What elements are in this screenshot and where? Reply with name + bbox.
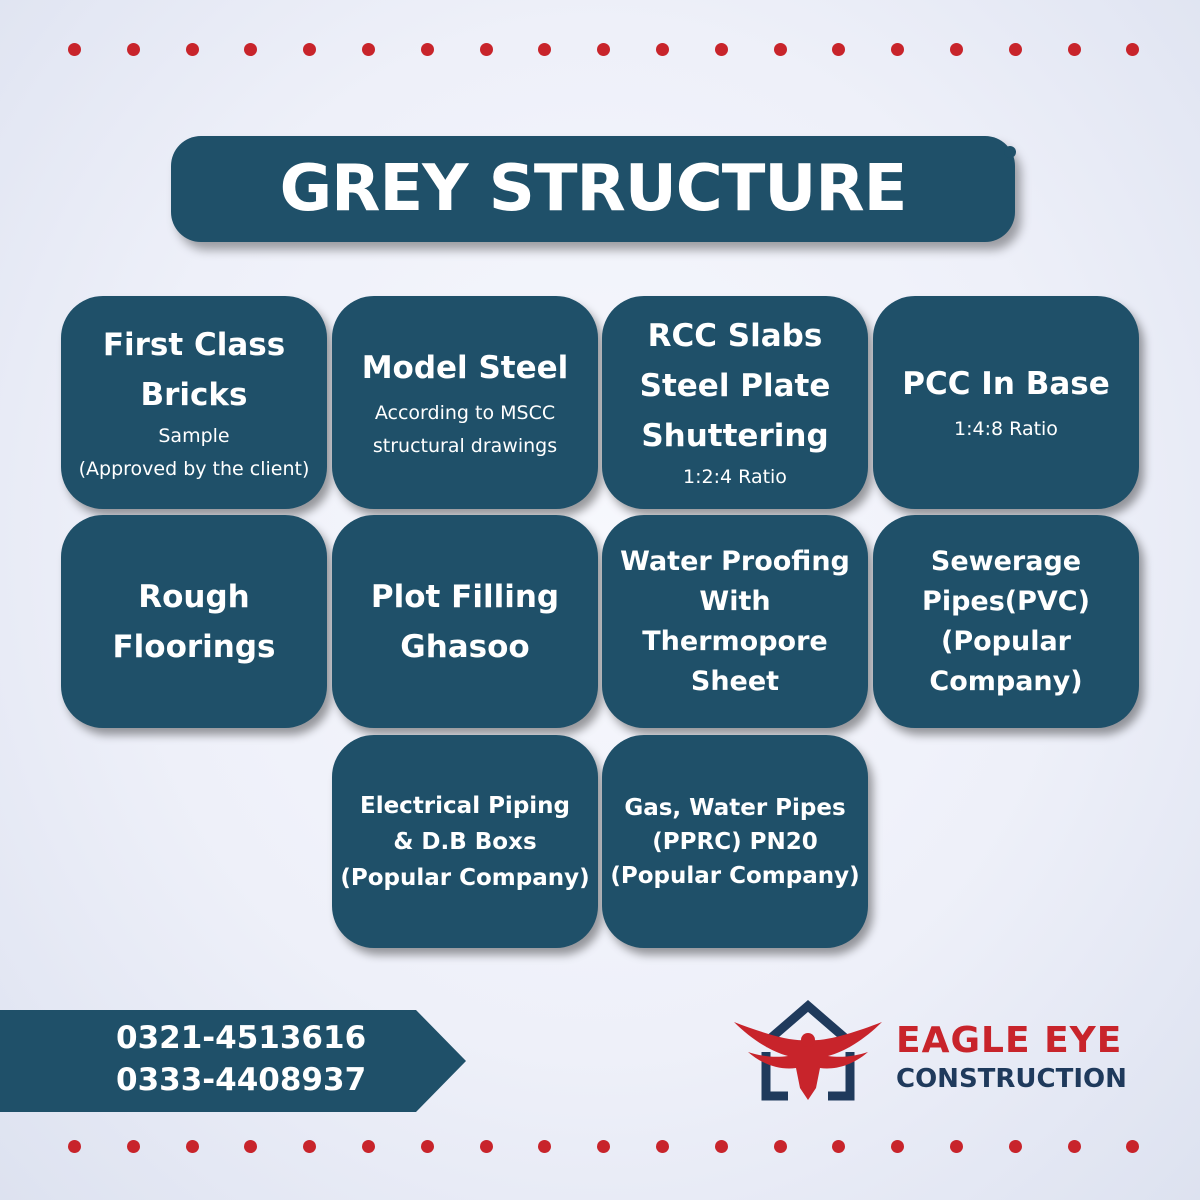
decorative-dot xyxy=(126,1140,140,1153)
decorative-dot xyxy=(185,1140,199,1153)
decorative-dot xyxy=(538,1140,552,1153)
tile-title: Gas, Water Pipes (PPRC) PN20 (Popular Co… xyxy=(610,794,860,889)
tile-title: PCC In Base xyxy=(902,366,1110,402)
page-title-banner: GREY STRUCTURE xyxy=(171,136,1015,242)
contact-band xyxy=(0,1010,466,1112)
decorative-dot xyxy=(1067,1140,1081,1153)
tile-title: RCC Slabs Steel Plate Shuttering xyxy=(639,318,831,454)
brand-name: EAGLE EYE xyxy=(896,1020,1123,1061)
tile-pcc-in-base: PCC In Base 1:4:8 Ratio xyxy=(873,296,1139,509)
contact-numbers: 0321-4513616 0333-4408937 xyxy=(116,1017,366,1101)
bottom-dot-border xyxy=(0,1140,1200,1156)
decorative-dot xyxy=(891,43,905,56)
decorative-dot xyxy=(244,43,258,56)
decorative-dot xyxy=(362,43,375,56)
decorative-dot xyxy=(126,43,140,56)
decorative-dot xyxy=(656,1140,669,1153)
banner-dot xyxy=(1004,146,1016,158)
decorative-dot xyxy=(362,1140,375,1153)
tile-subtitle: 1:4:8 Ratio xyxy=(954,418,1058,440)
phone-number[interactable]: 0333-4408937 xyxy=(116,1062,367,1098)
tile-title: Electrical Piping & D.B Boxs (Popular Co… xyxy=(340,792,590,891)
decorative-dot xyxy=(420,43,434,56)
decorative-dot xyxy=(1126,43,1140,56)
decorative-dot xyxy=(1126,1140,1140,1153)
decorative-dot xyxy=(1067,43,1081,56)
tile-water-proofing: Water Proofing With Thermopore Sheet xyxy=(602,515,868,728)
tile-title: Rough Floorings xyxy=(112,578,276,665)
tile-title: Water Proofing With Thermopore Sheet xyxy=(620,545,850,697)
decorative-dot xyxy=(773,43,787,56)
tile-rough-floorings: Rough Floorings xyxy=(61,515,327,728)
decorative-dot xyxy=(950,43,963,56)
decorative-dot xyxy=(68,1140,81,1153)
decorative-dot xyxy=(832,1140,846,1153)
page-title: GREY STRUCTURE xyxy=(279,152,908,226)
decorative-dot xyxy=(714,1140,728,1153)
tile-rcc-slabs: RCC Slabs Steel Plate Shuttering 1:2:4 R… xyxy=(602,296,868,509)
tile-title: First Class Bricks xyxy=(102,326,286,413)
tile-subtitle: According to MSCC structural drawings xyxy=(372,401,558,457)
top-dot-border xyxy=(0,43,1200,59)
decorative-dot xyxy=(891,1140,905,1153)
tile-first-class-bricks: First Class Bricks Sample (Approved by t… xyxy=(61,296,327,509)
decorative-dot xyxy=(185,43,199,56)
decorative-dot xyxy=(244,1140,258,1153)
phone-number[interactable]: 0321-4513616 xyxy=(116,1020,367,1056)
decorative-dot xyxy=(714,43,728,56)
tile-model-steel: Model Steel According to MSCC structural… xyxy=(332,296,598,509)
tile-title: Plot Filling Ghasoo xyxy=(370,578,560,665)
decorative-dot xyxy=(420,1140,434,1153)
tile-title: Sewerage Pipes(PVC) (Popular Company) xyxy=(922,545,1090,697)
decorative-dot xyxy=(1008,1140,1022,1153)
tile-title: Model Steel xyxy=(361,349,569,386)
decorative-dot xyxy=(1008,43,1022,56)
decorative-dot xyxy=(479,1140,493,1153)
decorative-dot xyxy=(773,1140,787,1153)
tile-electrical-piping: Electrical Piping & D.B Boxs (Popular Co… xyxy=(332,735,598,948)
tile-subtitle: 1:2:4 Ratio xyxy=(683,466,787,488)
decorative-dot xyxy=(832,43,846,56)
decorative-dot xyxy=(479,43,493,56)
decorative-dot xyxy=(597,1140,611,1153)
decorative-dot xyxy=(68,43,81,56)
tile-sewerage-pipes: Sewerage Pipes(PVC) (Popular Company) xyxy=(873,515,1139,728)
tile-subtitle: Sample (Approved by the client) xyxy=(78,424,310,480)
decorative-dot xyxy=(303,43,317,56)
brand-logo: EAGLE EYE CONSTRUCTION xyxy=(730,996,1150,1106)
decorative-dot xyxy=(950,1140,963,1153)
tile-gas-water-pipes: Gas, Water Pipes (PPRC) PN20 (Popular Co… xyxy=(602,735,868,948)
tile-plot-filling: Plot Filling Ghasoo xyxy=(332,515,598,728)
brand-tagline: CONSTRUCTION xyxy=(896,1064,1127,1094)
eagle-house-logo-icon xyxy=(734,1000,882,1101)
decorative-dot xyxy=(303,1140,317,1153)
decorative-dot xyxy=(597,43,611,56)
decorative-dot xyxy=(538,43,552,56)
decorative-dot xyxy=(656,43,669,56)
